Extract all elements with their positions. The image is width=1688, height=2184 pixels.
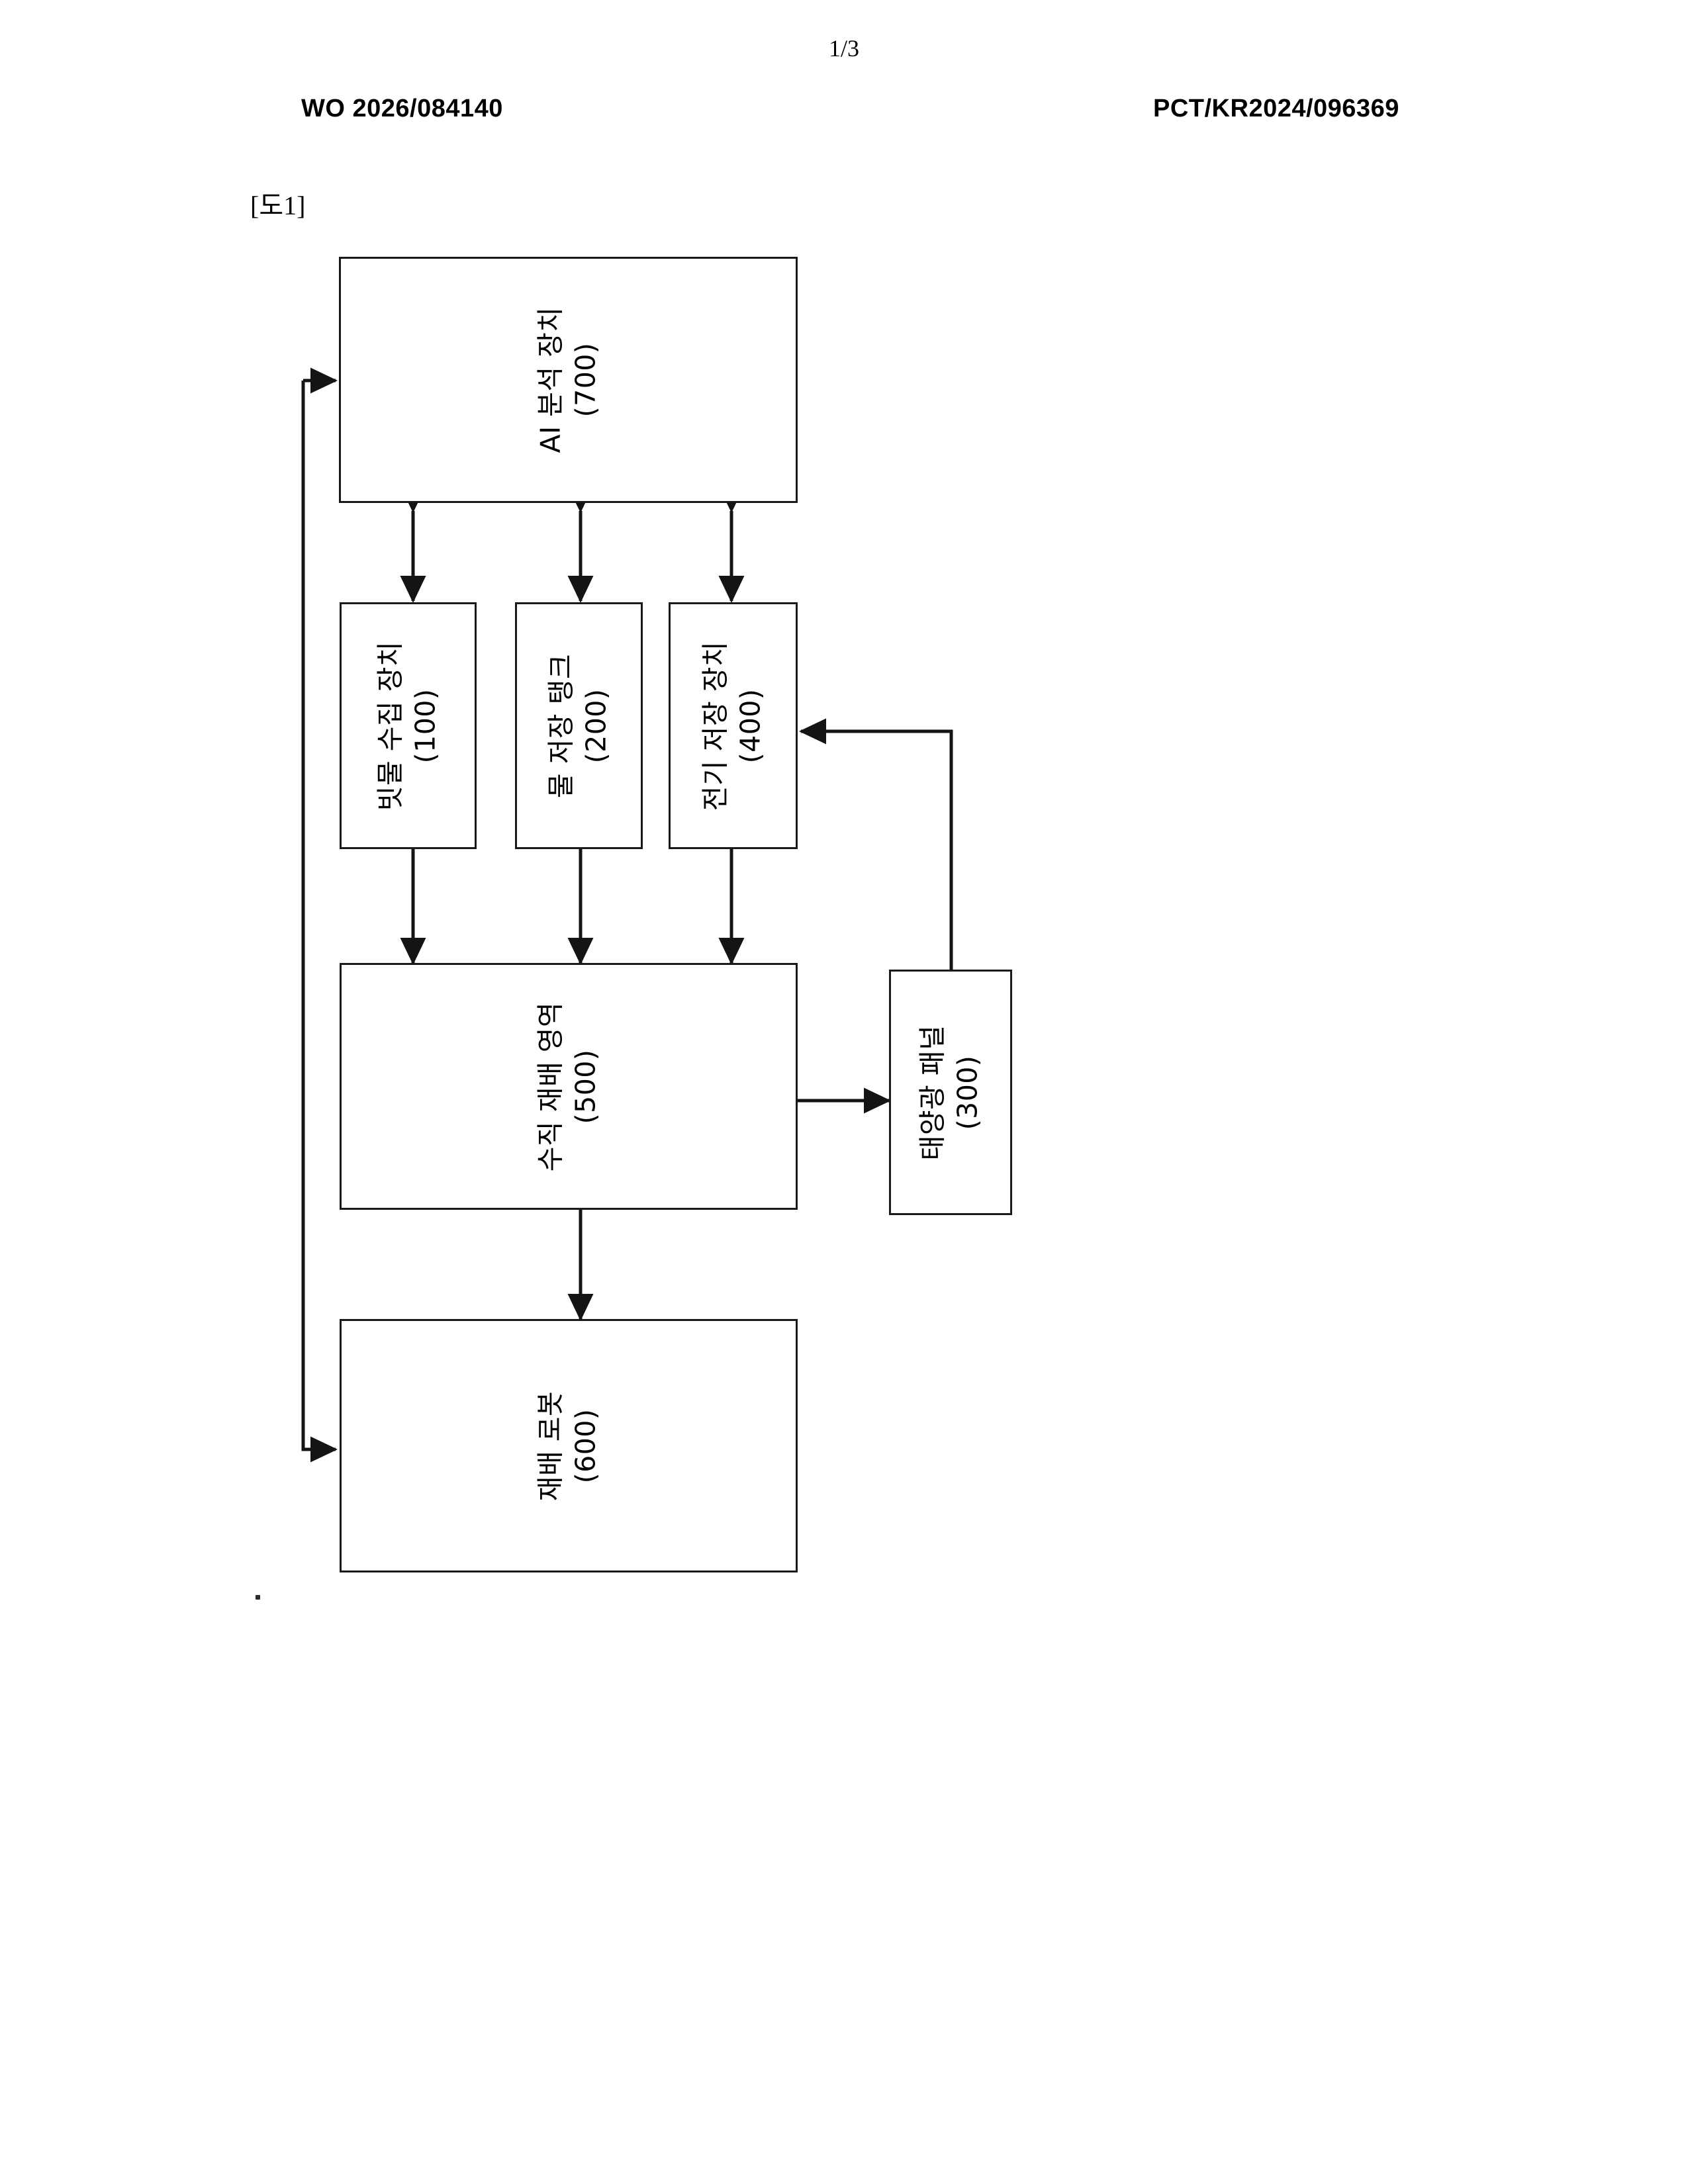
- block-rainwater-collection-device-ref: (100): [409, 688, 442, 763]
- block-electricity-storage-device-label: 전기 저장 장치 (400): [698, 641, 769, 810]
- block-ai-analysis-device[interactable]: AI 분석 장치 (700): [339, 257, 798, 503]
- block-solar-panel-ref: (300): [952, 1055, 984, 1130]
- block-electricity-storage-device-ref: (400): [734, 688, 767, 763]
- publication-number: WO 2026/084140: [301, 95, 503, 122]
- arrow-solar-to-elec: [798, 718, 953, 970]
- block-vertical-cultivation-area-label: 수직 재배 영역 (500): [534, 1001, 604, 1171]
- block-water-storage-tank-label: 물 저장 탱크 (200): [543, 653, 614, 797]
- block-electricity-storage-device-name: 전기 저장 장치: [699, 641, 731, 811]
- block-vertical-cultivation-area-name: 수직 재배 영역: [534, 1001, 567, 1171]
- arrow-feedback-trunk: [301, 381, 338, 1463]
- block-ai-analysis-device-label: AI 분석 장치 (700): [533, 306, 604, 453]
- block-ai-analysis-device-ref: (700): [569, 342, 602, 418]
- block-solar-panel-label: 태양광 패널 (300): [915, 1024, 986, 1160]
- block-ai-analysis-device-name: AI 분석 장치: [534, 306, 567, 453]
- block-water-storage-tank[interactable]: 물 저장 탱크 (200): [515, 602, 643, 849]
- page-number: 1/3: [828, 35, 859, 62]
- block-vertical-cultivation-area[interactable]: 수직 재배 영역 (500): [340, 963, 798, 1210]
- block-cultivation-robot-name: 재배 로봇: [534, 1390, 567, 1501]
- block-rainwater-collection-device-name: 빗물 수집 장치: [374, 641, 406, 811]
- block-water-storage-tank-name: 물 저장 탱크: [545, 653, 577, 798]
- figure-label: [도1]: [250, 191, 306, 220]
- block-cultivation-robot-label: 재배 로봇 (600): [534, 1390, 604, 1500]
- block-cultivation-robot[interactable]: 재배 로봇 (600): [340, 1319, 798, 1572]
- application-number: PCT/KR2024/096369: [1153, 95, 1399, 122]
- block-rainwater-collection-device[interactable]: 빗물 수집 장치 (100): [340, 602, 477, 849]
- block-rainwater-collection-device-label: 빗물 수집 장치 (100): [373, 641, 444, 810]
- block-electricity-storage-device[interactable]: 전기 저장 장치 (400): [669, 602, 798, 849]
- block-solar-panel-name: 태양광 패널: [916, 1024, 949, 1160]
- block-vertical-cultivation-area-ref: (500): [570, 1049, 602, 1124]
- block-cultivation-robot-ref: (600): [570, 1408, 602, 1483]
- block-water-storage-tank-ref: (200): [580, 688, 612, 763]
- block-solar-panel[interactable]: 태양광 패널 (300): [889, 970, 1012, 1215]
- scan-artifact-dot: [256, 1595, 260, 1600]
